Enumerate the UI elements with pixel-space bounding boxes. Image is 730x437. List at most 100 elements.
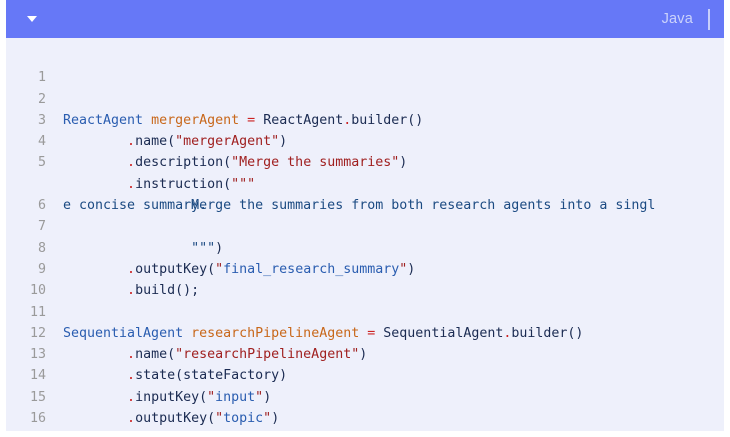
token-operator: = — [247, 112, 256, 128]
token-dot: . — [127, 283, 136, 299]
token-paren: ) — [407, 261, 416, 277]
line-content: .description("Merge the summaries") — [63, 152, 724, 173]
line-number: 4 — [37, 134, 46, 150]
token-quote: " — [399, 261, 408, 277]
line-number: 16 — [29, 411, 46, 427]
token-paren: ) — [279, 134, 288, 150]
code-line: 6 """) — [6, 174, 724, 256]
header-divider — [708, 8, 710, 30]
line-number: 8 — [37, 240, 46, 256]
token-class: SequentialAgent — [383, 325, 504, 341]
token-dot: . — [127, 261, 136, 277]
token-string: "Merge the summaries" — [231, 155, 400, 171]
token-paren: ) — [399, 155, 408, 171]
token-dot: . — [127, 176, 136, 192]
line-content: .outputKey("topic") — [63, 408, 724, 429]
line-number: 3 — [37, 112, 46, 128]
token-method: inputKey( — [135, 389, 208, 405]
token-quote: " — [255, 389, 264, 405]
token-quote: " — [215, 411, 224, 427]
code-block-header-left — [6, 16, 37, 22]
line-content: .build(); — [63, 280, 724, 301]
caret-down-icon[interactable] — [27, 16, 37, 22]
token-dot: . — [127, 389, 136, 405]
code-line: 7 .outputKey("final_research_summary") — [6, 195, 724, 277]
code-line: 5 Merge the summaries from both research… — [6, 131, 724, 213]
token-quote: " — [215, 261, 224, 277]
token-method: build(); — [135, 283, 200, 299]
token-paren: ) — [263, 389, 272, 405]
token-method: outputKey( — [135, 411, 216, 427]
token-string: "mergerAgent" — [175, 134, 280, 150]
token-method: state(stateFactory) — [135, 368, 288, 384]
token-dot: . — [127, 411, 136, 427]
token-paren: ) — [359, 347, 368, 363]
line-content: .inputKey("input") — [63, 387, 724, 408]
token-variable: mergerAgent — [151, 112, 240, 128]
line-content: .outputKey("final_research_summary") — [63, 259, 724, 280]
line-number: 1 — [37, 70, 46, 86]
line-content: .instruction(""" — [63, 174, 724, 195]
line-content: .name("mergerAgent") — [63, 131, 724, 152]
token-method: builder() — [511, 325, 584, 341]
token-dot: . — [503, 325, 512, 341]
code-body[interactable]: 1 ReactAgent mergerAgent = ReactAgent.bu… — [6, 38, 724, 431]
token-string-key: input — [215, 389, 256, 405]
line-number: 2 — [37, 91, 46, 107]
token-type: SequentialAgent — [63, 325, 184, 341]
token-paren: ) — [215, 240, 224, 256]
token-triple-quote: """ — [231, 176, 256, 192]
token-type: ReactAgent — [63, 112, 144, 128]
token-method: name( — [135, 347, 176, 363]
code-block-header: Java — [6, 0, 724, 38]
token-quote: " — [263, 411, 272, 427]
line-number: 12 — [29, 325, 46, 341]
code-line: 4 .instruction(""" — [6, 110, 724, 192]
line-content-wrapped: e concise summary. — [63, 198, 208, 214]
line-number: 15 — [29, 389, 46, 405]
token-method: builder() — [351, 112, 424, 128]
token-method: outputKey( — [135, 261, 216, 277]
token-dot: . — [127, 134, 136, 150]
line-number: 10 — [29, 283, 46, 299]
line-number: 14 — [29, 368, 46, 384]
code-line: 16 .build(); — [6, 387, 724, 426]
token-operator: = — [367, 325, 376, 341]
token-dot: . — [343, 112, 352, 128]
code-line: 1 ReactAgent mergerAgent = ReactAgent.bu… — [6, 46, 724, 128]
line-content: """) — [63, 238, 724, 259]
line-content: SequentialAgent researchPipelineAgent = … — [63, 323, 724, 344]
code-line: 15 .subAgents(List.of(researchAgent, mer… — [6, 365, 724, 405]
token-quote: " — [207, 389, 216, 405]
code-line-wrap: e concise summary. — [6, 152, 724, 213]
token-string-key: final_research_summary — [223, 261, 400, 277]
line-number: 7 — [37, 219, 46, 235]
token-method: name( — [135, 134, 176, 150]
code-line: 2 .name("mergerAgent") — [6, 67, 724, 150]
line-number: 9 — [37, 261, 46, 277]
token-dot: . — [127, 347, 136, 363]
line-content: Merge the summaries from both research a… — [63, 195, 724, 216]
code-line: 3 .description("Merge the summaries") — [6, 89, 724, 171]
language-label: Java — [661, 11, 693, 27]
code-line: 8 .build(); — [6, 216, 724, 299]
token-paren: ) — [271, 411, 280, 427]
token-dot: . — [127, 368, 136, 384]
code-line: 12 .state(stateFactory) — [6, 302, 724, 384]
code-line: 13 .inputKey("input") — [6, 323, 724, 405]
code-block-widget: Java 1 ReactAgent mergerAgent = ReactAge… — [6, 0, 724, 431]
token-text-block: Merge the summaries from both research a… — [191, 198, 656, 214]
line-content: .name("researchPipelineAgent") — [63, 344, 724, 365]
code-line: 9 — [6, 238, 724, 277]
token-method: description( — [135, 155, 232, 171]
code-line: 10 SequentialAgent researchPipelineAgent… — [6, 259, 724, 341]
token-string: "researchPipelineAgent" — [175, 347, 360, 363]
token-triple-quote: """ — [191, 240, 216, 256]
token-dot: . — [127, 155, 136, 171]
code-line: 11 .name("researchPipelineAgent") — [6, 280, 724, 363]
token-class: ReactAgent — [263, 112, 344, 128]
token-string-key: topic — [223, 411, 264, 427]
token-variable: researchPipelineAgent — [191, 325, 360, 341]
code-block-header-right: Java — [661, 8, 724, 30]
line-content: ReactAgent mergerAgent = ReactAgent.buil… — [63, 110, 724, 131]
